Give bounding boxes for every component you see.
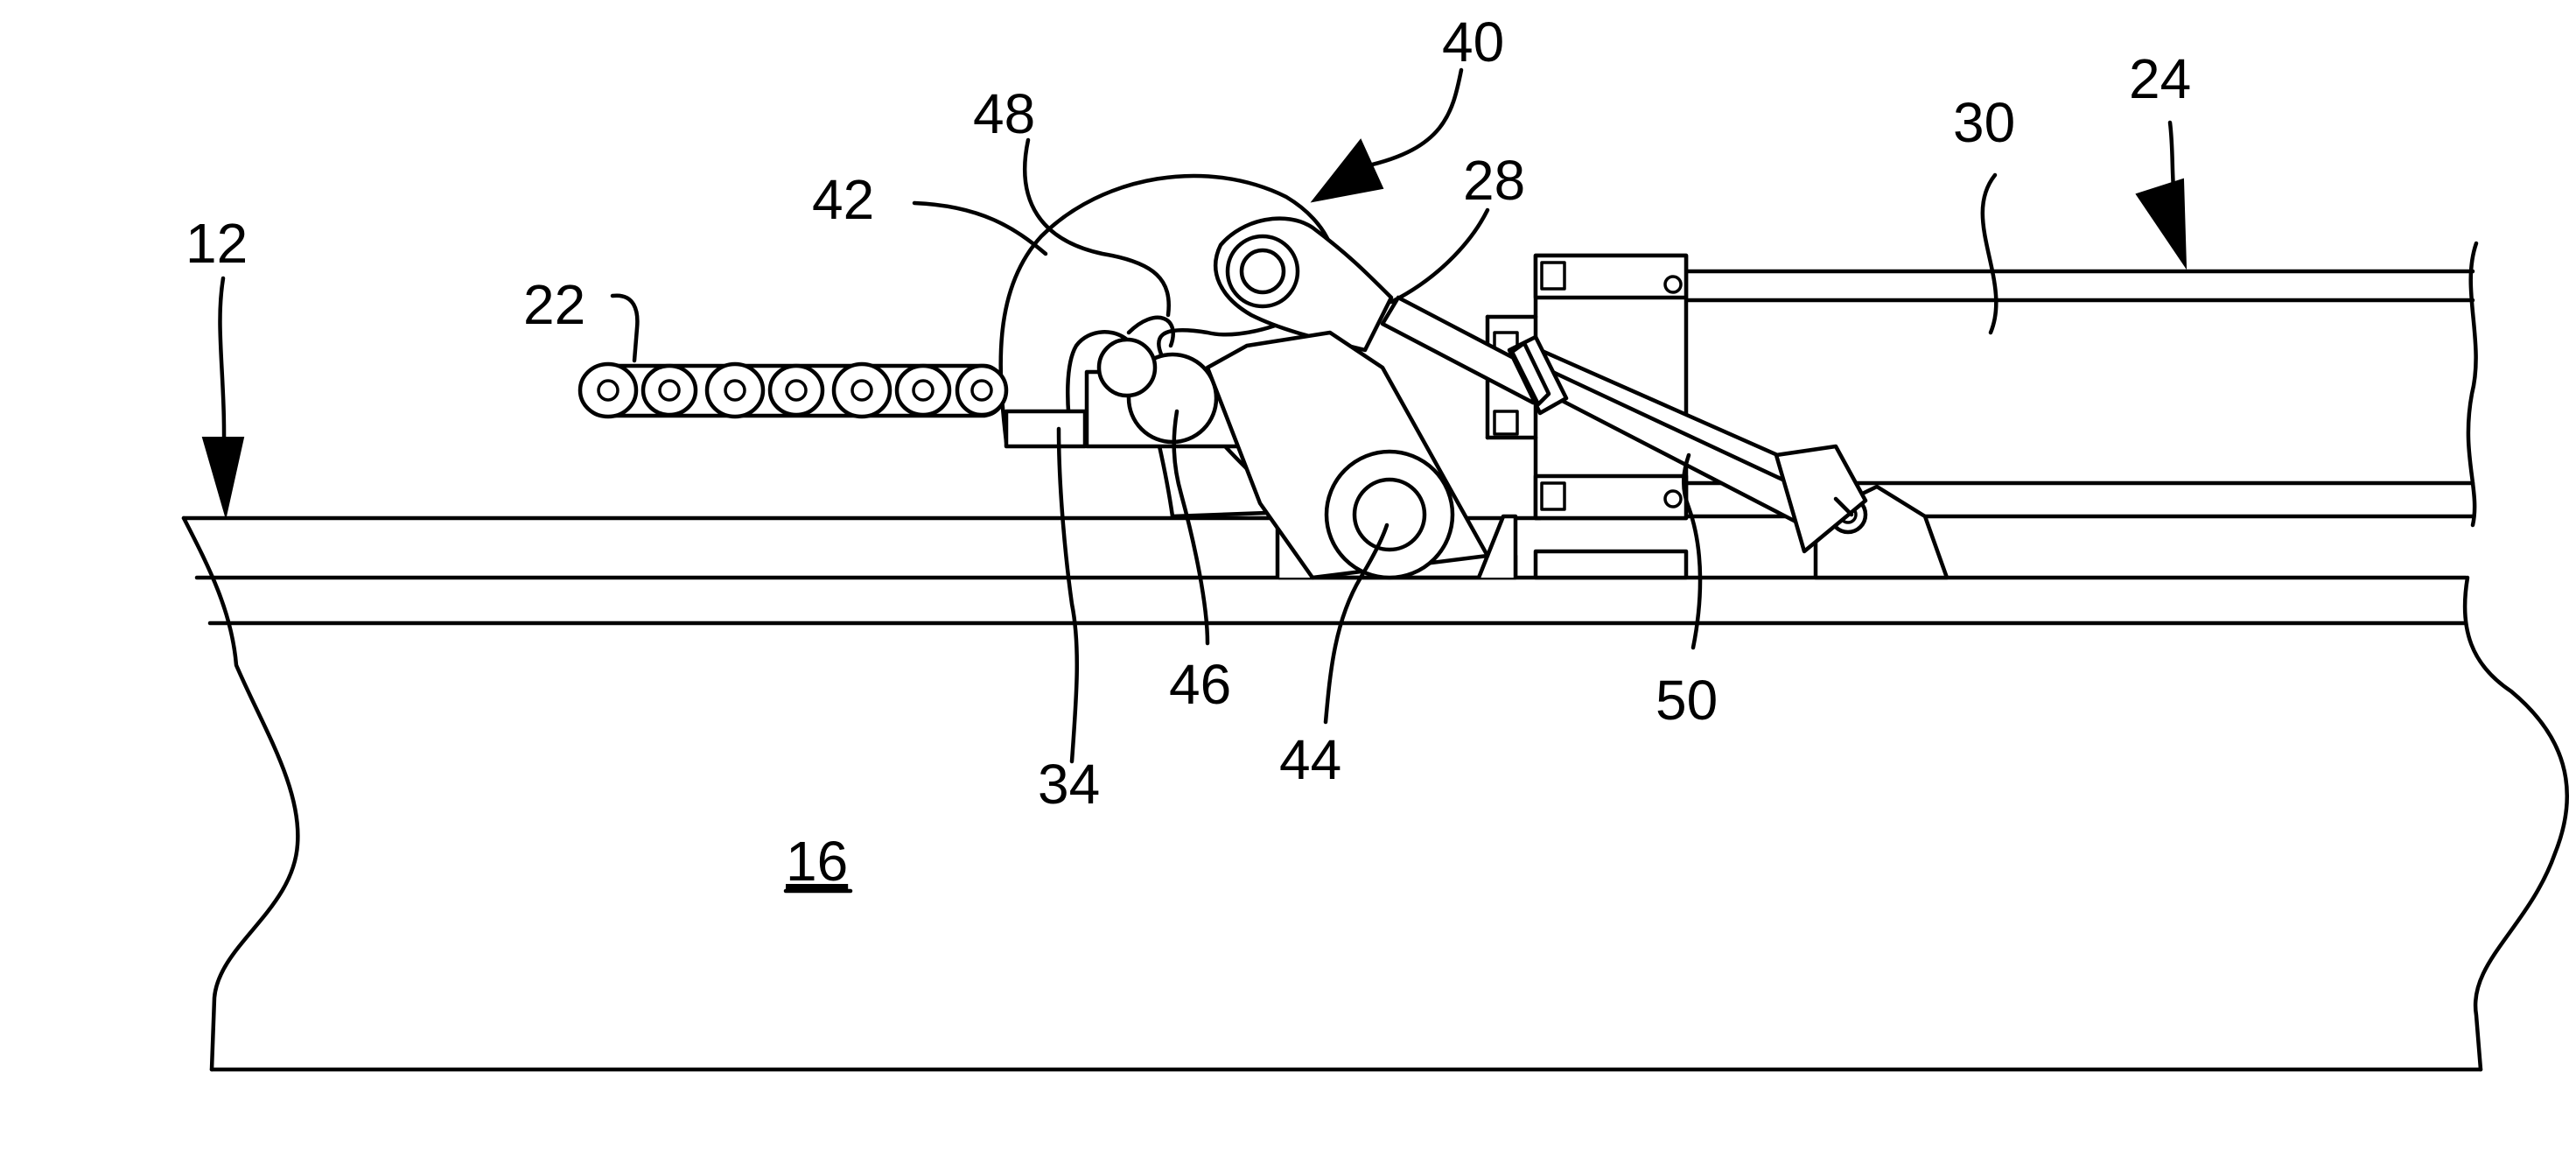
label-cylinder-rod: 28: [1463, 149, 1525, 212]
label-frame: 12: [186, 212, 248, 275]
chain: [580, 364, 1006, 417]
label-rail: 30: [1953, 91, 2015, 154]
label-hook-seat: 34: [1038, 753, 1100, 816]
label-chain: 22: [523, 273, 585, 336]
label-coupler: 40: [1442, 11, 1504, 74]
label-cylinder: 50: [1656, 669, 1718, 732]
label-body: 16: [786, 830, 848, 893]
label-hook: 42: [812, 168, 874, 231]
main-pivot: [1326, 452, 1452, 578]
base-body: [184, 518, 2567, 1069]
label-hook-throat: 48: [973, 82, 1035, 145]
label-roller-pivot: 46: [1169, 653, 1231, 716]
label-main-pivot: 44: [1279, 728, 1341, 791]
label-rail-assembly: 24: [2129, 47, 2191, 110]
